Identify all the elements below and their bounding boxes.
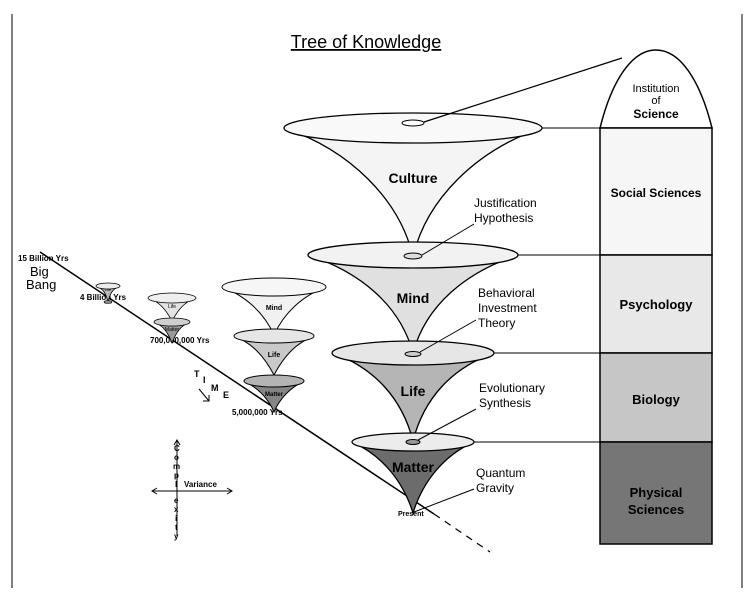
institution-of-science-dome [599,49,713,129]
svg-text:i: i [175,514,177,523]
big-bang-label-line2: Bang [26,277,56,292]
svg-text:p: p [174,471,179,480]
complexity-axis-label: C o m p l e x i t y [173,444,180,541]
evolutionary-synthesis-line1: Evolutionary [479,381,545,395]
svg-text:t: t [175,523,178,532]
small-cone-life-label: Life [268,352,281,359]
small-cone-life [233,328,315,377]
time-arrow-icon [198,388,210,402]
physical-sciences-box [599,441,713,545]
big-bang-years-label: 15 Billion Yrs [18,254,69,263]
mind-cone-label: Mind [397,290,430,306]
evolutionary-synthesis-line2: Synthesis [479,396,531,410]
psychology-label: Psychology [620,297,694,312]
social-sciences-label: Social Sciences [611,186,702,200]
timeline-future-dashed [433,513,491,553]
justification-connector [421,223,475,256]
svg-text:x: x [174,505,179,514]
big-bang-label-line1: Big [30,264,49,279]
variance-axis-label: Variance [184,480,217,489]
seven-hundred-million-years-label: 700,000,000 Yrs [150,336,210,345]
svg-text:y: y [174,532,179,541]
culture-cone [283,112,543,258]
svg-text:l: l [175,480,177,489]
complexity-variance-axes [151,439,233,536]
institution-of-science-line1: Institution [632,83,679,95]
culture-cone-label: Culture [389,170,438,186]
medium-cone-matter [153,317,191,345]
medium-cone-matter-label: Matter [165,327,180,333]
svg-text:e: e [174,496,179,505]
quantum-connector [413,488,475,513]
biology-box [599,352,713,443]
matter-cone [351,432,475,516]
tiny-cone-label: Life [105,287,112,292]
quantum-gravity-line1: Quantum [476,466,525,480]
five-million-years-label: 5,000,000 Yrs [232,408,283,417]
culture-to-institution-line [423,57,623,123]
psychology-box [599,254,713,354]
tiny-cone [95,282,121,304]
quantum-gravity-line2: Gravity [476,481,514,495]
time-letter-i: I [203,375,206,385]
physical-sciences-line2: Sciences [628,502,684,517]
time-letter-e: E [223,390,229,400]
small-cone-matter [243,374,305,414]
behavioral-investment-line1: Behavioral [478,286,535,300]
diagram-title: Tree of Knowledge [291,32,441,52]
life-cone-label: Life [401,383,426,399]
svg-text:C: C [174,444,180,453]
justification-hypothesis-line2: Hypothesis [474,211,533,225]
mind-cone [307,241,519,356]
svg-text:o: o [174,453,179,462]
time-letter-m: M [211,383,219,393]
institution-of-science-line3: Science [633,107,679,121]
behavioral-investment-line2: Investment [478,301,537,315]
time-letter-t: T [194,369,200,379]
small-cone-matter-label: Matter [265,392,284,398]
small-cone-mind-label: Mind [266,305,282,312]
biology-label: Biology [632,392,680,407]
behavioral-connector [419,319,477,353]
four-billion-years-label: 4 Billion Yrs [80,293,127,302]
present-label: Present [398,511,424,518]
justification-hypothesis-line1: Justification [474,196,537,210]
matter-cone-label: Matter [392,459,435,475]
svg-text:m: m [173,462,180,471]
medium-cone-life-label: Life [168,304,176,310]
evolutionary-connector [417,408,477,441]
physical-sciences-line1: Physical [630,485,683,500]
social-sciences-box [599,127,713,256]
behavioral-investment-line3: Theory [478,316,515,330]
institution-of-science-line2: of [651,95,661,107]
